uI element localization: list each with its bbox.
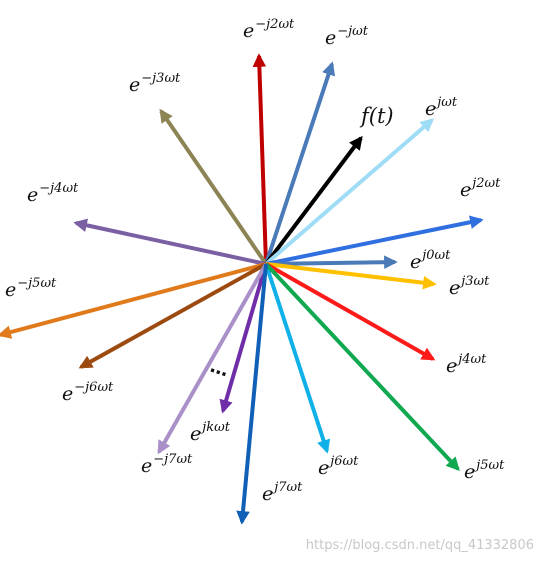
vector-label-ej4wt: ej4ωt: [446, 352, 487, 377]
vector-label-e-j4wt: e−j4ωt: [27, 181, 79, 206]
vector-arrow-ft: [264, 135, 363, 266]
vector-label-ej7wt: ej7ωt: [262, 480, 303, 505]
vector-arrow-ej2wt: [265, 215, 484, 266]
vector-arrow-ej6wt: [264, 263, 331, 454]
vector-arrow-ej3wt: [265, 262, 437, 290]
vector-arrow-ej4wt: [265, 262, 436, 361]
vector-label-e-j6wt: e−j6ωt: [62, 380, 114, 405]
vector-arrow-ej0wt: [265, 255, 398, 269]
vector-arrow-e-jwt: [264, 61, 336, 265]
vector-arrow-e-j7wt: [157, 263, 268, 455]
vector-arrow-ejwt: [264, 118, 435, 266]
vector-label-ft: f(t): [359, 104, 394, 128]
vector-label-ej6wt: ej6ωt: [318, 454, 359, 479]
vector-arrow-e-j6wt: [78, 262, 267, 369]
vector-label-ejwt: ejωt: [425, 95, 458, 120]
vector-label-e-j7wt: e−j7ωt: [141, 452, 193, 477]
vector-arrow-e-j5wt: [0, 262, 267, 339]
vector-arrow-ej5wt: [264, 262, 460, 471]
vector-labels: e−j2ωt e−jωt e−j3ωt f(t) ejωt e−j4ωt ej2ωt ej0ω…: [5, 17, 505, 505]
vector-arrow-e-j3wt: [159, 108, 268, 266]
vector-arrow-e-j2wt: [252, 53, 268, 265]
vector-label-ej2wt: ej2ωt: [460, 176, 501, 201]
vector-label-e-j5wt: e−j5ωt: [5, 276, 57, 301]
vector-label-ej5wt: ej5ωt: [464, 458, 505, 483]
vector-label-ej0wt: ej0ωt: [410, 248, 451, 273]
vector-arrow-ejkwt: [219, 263, 268, 414]
watermark: https://blog.csdn.net/qq_41332806: [306, 538, 534, 553]
vector-arrow-ej7wt: [236, 263, 268, 525]
vector-label-e-j2wt: e−j2ωt: [243, 17, 295, 42]
vector-arrow-e-j4wt: [73, 218, 267, 266]
vector-label-e-jwt: e−jωt: [325, 24, 369, 49]
vector-arrows: [0, 53, 484, 525]
vector-label-ej3wt: ej3ωt: [449, 274, 490, 299]
ellipsis-dots: ⋯: [206, 360, 230, 386]
vector-label-e-j3wt: e−j3ωt: [129, 71, 181, 96]
vector-label-ejkwt: ejkωt: [190, 420, 231, 445]
